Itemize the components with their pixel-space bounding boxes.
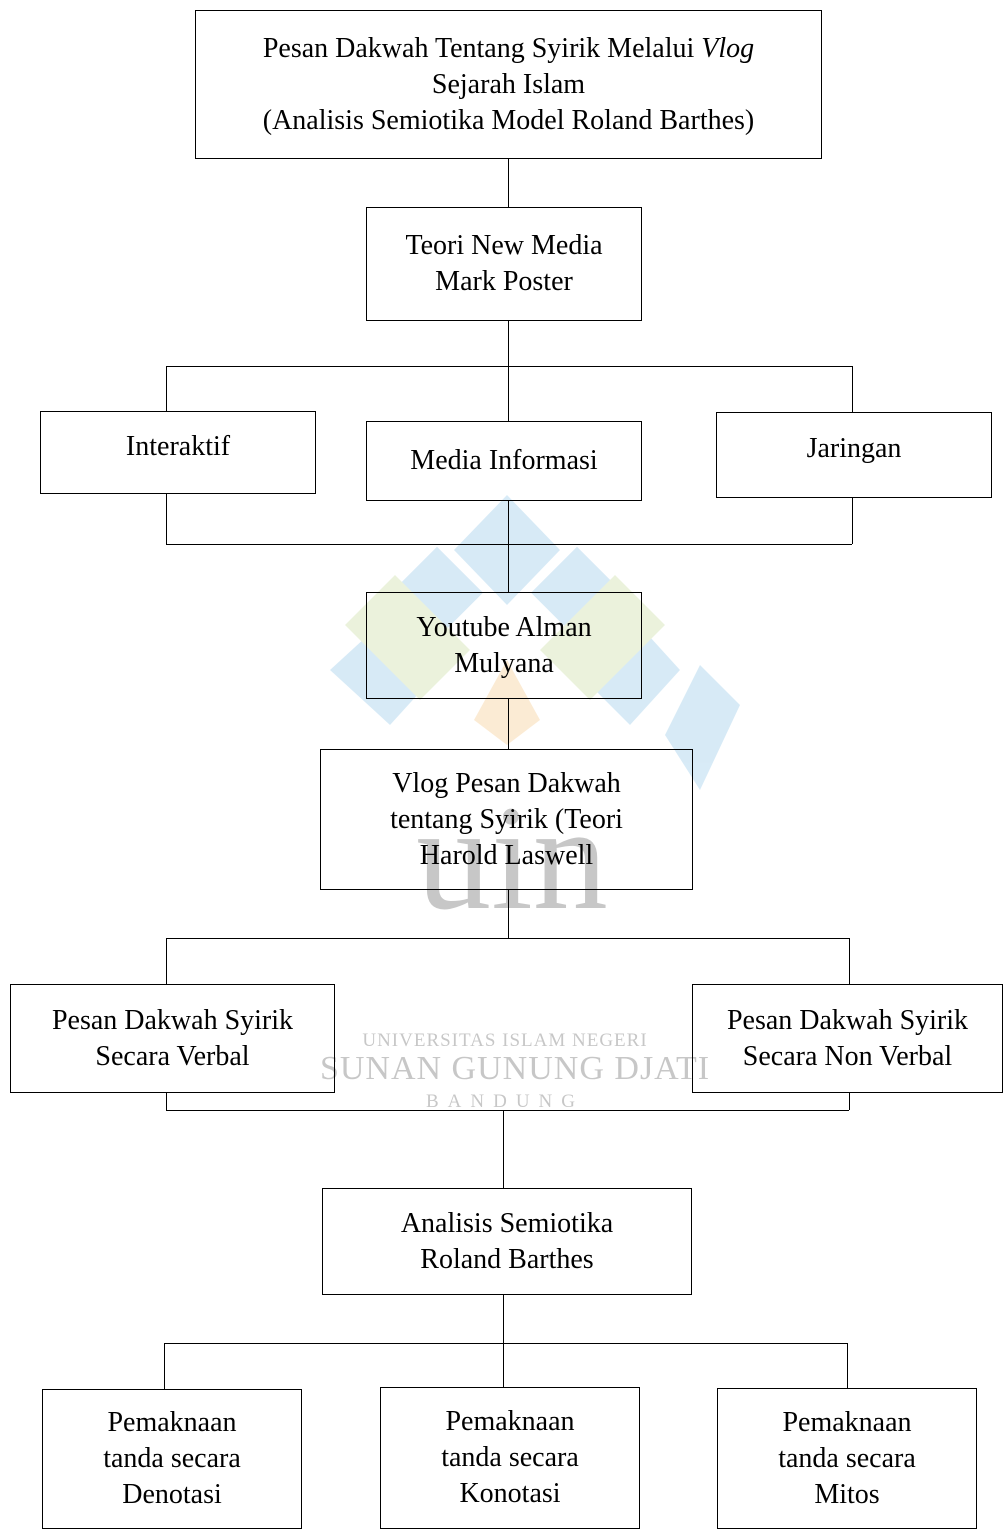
connector-youtube-to-vlog (508, 699, 509, 749)
node-title-line2: Sejarah Islam (431, 68, 586, 100)
connector-to-non-verbal (849, 938, 850, 984)
node-semiotika: Analisis Semiotika Roland Barthes (322, 1188, 692, 1295)
node-denotasi: Pemaknaan tanda secara Denotasi (42, 1389, 302, 1529)
node-title-line1: Pesan Dakwah Tentang Syirik Melalui Vlog (262, 32, 755, 64)
connector-merge-media (166, 544, 852, 545)
connector-jaringan-down (852, 498, 853, 544)
node-konotasi: Pemaknaan tanda secara Konotasi (380, 1387, 640, 1529)
connector-to-interaktif (166, 366, 167, 411)
logo-university-line1: UNIVERSITAS ISLAM NEGERI (362, 1030, 647, 1051)
connector-to-denotasi (164, 1343, 165, 1389)
logo-university-line2: SUNAN GUNUNG DJATI (320, 1050, 710, 1087)
connector-to-konotasi (503, 1343, 504, 1387)
connector-branch-media (166, 366, 852, 367)
node-youtube: Youtube Alman Mulyana (366, 592, 642, 699)
connector-merge-pesan (166, 1110, 849, 1111)
connector-branch-pesan (166, 938, 849, 939)
node-vlog: Vlog Pesan Dakwah tentang Syirik (Teori … (320, 749, 693, 890)
connector-title-to-newmedia (508, 159, 509, 207)
connector-newmedia-down (508, 321, 509, 366)
node-media-informasi: Media Informasi (366, 421, 642, 501)
logo-petal-blue-top (454, 495, 560, 605)
connector-to-jaringan (852, 366, 853, 412)
connector-to-media-informasi (508, 366, 509, 421)
node-jaringan: Jaringan (716, 412, 992, 498)
connector-verbal-down (166, 1093, 167, 1110)
connector-non-verbal-down (849, 1093, 850, 1110)
connector-branch-pemaknaan (164, 1343, 847, 1344)
connector-media-informasi-to-youtube (508, 501, 509, 592)
node-non-verbal: Pesan Dakwah Syirik Secara Non Verbal (692, 984, 1003, 1093)
connector-to-mitos (847, 1343, 848, 1388)
connector-to-verbal (166, 938, 167, 984)
node-title: Pesan Dakwah Tentang Syirik Melalui Vlog… (195, 10, 822, 159)
connector-vlog-down (508, 890, 509, 938)
node-new-media: Teori New Media Mark Poster (366, 207, 642, 321)
vlog-italic: Vlog (701, 32, 755, 64)
logo-university-line3: BANDUNG (426, 1091, 584, 1112)
node-verbal: Pesan Dakwah Syirik Secara Verbal (10, 984, 335, 1093)
connector-interaktif-down (166, 494, 167, 544)
connector-semiotika-down (503, 1295, 504, 1343)
node-mitos: Pemaknaan tanda secara Mitos (717, 1388, 977, 1529)
node-interaktif: Interaktif (40, 411, 316, 494)
node-title-line3: (Analisis Semiotika Model Roland Barthes… (262, 104, 755, 136)
connector-merge-to-semiotika (503, 1110, 504, 1188)
